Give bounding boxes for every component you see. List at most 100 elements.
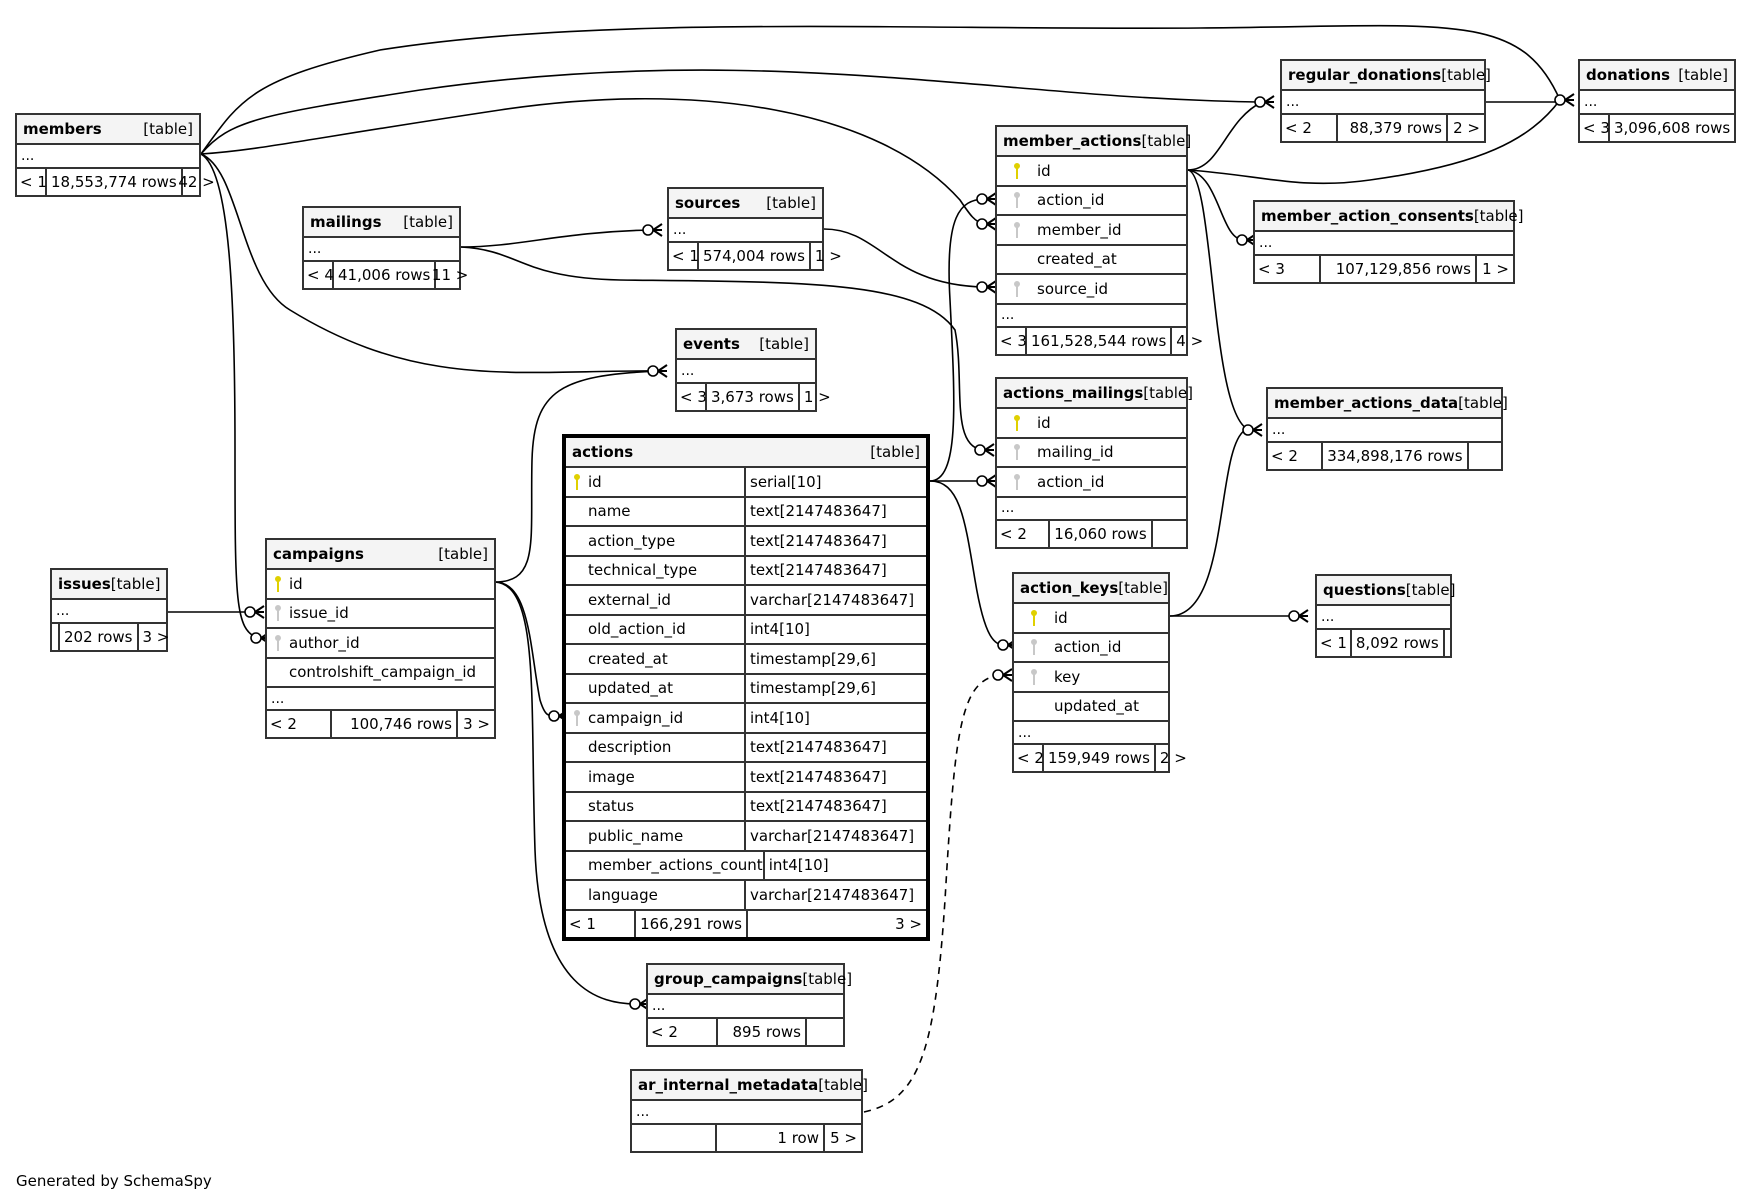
column-row[interactable]: action_id: [1014, 634, 1168, 663]
table-name[interactable]: member_action_consents: [1261, 207, 1474, 225]
children-count[interactable]: [1445, 630, 1453, 656]
column-row[interactable]: id: [997, 157, 1186, 187]
children-count[interactable]: 1 >: [814, 247, 842, 265]
parents-count[interactable]: < 2: [1268, 443, 1324, 469]
column-row[interactable]: issue_id: [267, 600, 494, 629]
table-name[interactable]: donations: [1586, 66, 1671, 84]
column-row[interactable]: updated_at: [1014, 693, 1168, 722]
column-row[interactable]: id: [267, 570, 494, 600]
column-row[interactable]: id: [997, 409, 1186, 439]
parents-count[interactable]: < 1: [17, 169, 47, 195]
column-row[interactable]: key: [1014, 663, 1168, 693]
children-count[interactable]: 11 >: [431, 266, 469, 284]
table-name[interactable]: action_keys: [1020, 579, 1119, 597]
children-count[interactable]: [1469, 443, 1501, 469]
parents-count[interactable]: < 3: [1580, 115, 1610, 141]
column-row[interactable]: action_id: [997, 187, 1186, 216]
parents-count[interactable]: < 1: [669, 243, 699, 269]
children-count[interactable]: 42 >: [178, 173, 215, 191]
parents-count[interactable]: < 2: [997, 520, 1051, 547]
parents-count[interactable]: < 4: [304, 262, 334, 288]
table-name[interactable]: ar_internal_metadata: [638, 1076, 819, 1094]
table-name[interactable]: regular_donations: [1288, 66, 1442, 84]
column-row[interactable]: id: [1014, 604, 1168, 634]
children-count[interactable]: 2 >: [1159, 749, 1187, 767]
parents-count[interactable]: [632, 1125, 717, 1151]
column-row[interactable]: action_id: [997, 468, 1186, 498]
table-name[interactable]: actions_mailings: [1003, 384, 1144, 402]
parents-count[interactable]: < 2: [1014, 745, 1044, 771]
children-count[interactable]: 3 >: [463, 715, 490, 733]
parents-count[interactable]: [52, 624, 60, 650]
table-name[interactable]: member_actions_data: [1274, 394, 1459, 412]
table-name[interactable]: questions: [1323, 581, 1406, 599]
children-count[interactable]: 2 >: [1453, 119, 1480, 137]
column-row[interactable]: source_id: [997, 275, 1186, 305]
children-count[interactable]: [807, 1019, 843, 1045]
parents-count[interactable]: < 2: [267, 711, 332, 737]
column-row[interactable]: member_id: [997, 216, 1186, 246]
table-name[interactable]: mailings: [310, 213, 382, 231]
table-name[interactable]: campaigns: [273, 545, 364, 563]
children-count[interactable]: 1 >: [1482, 260, 1509, 278]
children-count[interactable]: 1 >: [803, 388, 831, 406]
column-row[interactable]: author_id: [267, 629, 494, 659]
column-row[interactable]: created_at: [997, 246, 1186, 275]
table-name[interactable]: issues: [58, 575, 111, 593]
parents-count[interactable]: < 1: [566, 910, 636, 937]
children-count[interactable]: 4 >: [1176, 331, 1204, 350]
children-count[interactable]: 3 >: [142, 628, 170, 646]
children-count[interactable]: 3 >: [895, 914, 922, 933]
parents-count[interactable]: < 3: [677, 384, 707, 410]
table-name[interactable]: members: [23, 120, 102, 138]
table-name[interactable]: member_actions: [1003, 132, 1142, 150]
children-count[interactable]: [1153, 521, 1186, 547]
parents-count[interactable]: < 2: [1282, 115, 1338, 141]
column-type: int4[10]: [762, 851, 926, 879]
table-name[interactable]: sources: [675, 194, 741, 212]
table-name[interactable]: group_campaigns: [654, 970, 803, 988]
column-row[interactable]: controlshift_campaign_id: [267, 659, 494, 688]
children-count[interactable]: [1736, 115, 1744, 141]
parents-count[interactable]: < 3: [997, 327, 1027, 354]
column-row[interactable]: mailing_id: [997, 439, 1186, 468]
parents-count[interactable]: < 3: [1255, 256, 1321, 282]
children-count[interactable]: 5 >: [830, 1129, 857, 1147]
table-name[interactable]: events: [683, 335, 740, 353]
table-name[interactable]: actions: [572, 443, 634, 461]
parents-count[interactable]: < 2: [648, 1019, 718, 1045]
parents-count[interactable]: < 1: [1317, 630, 1352, 656]
